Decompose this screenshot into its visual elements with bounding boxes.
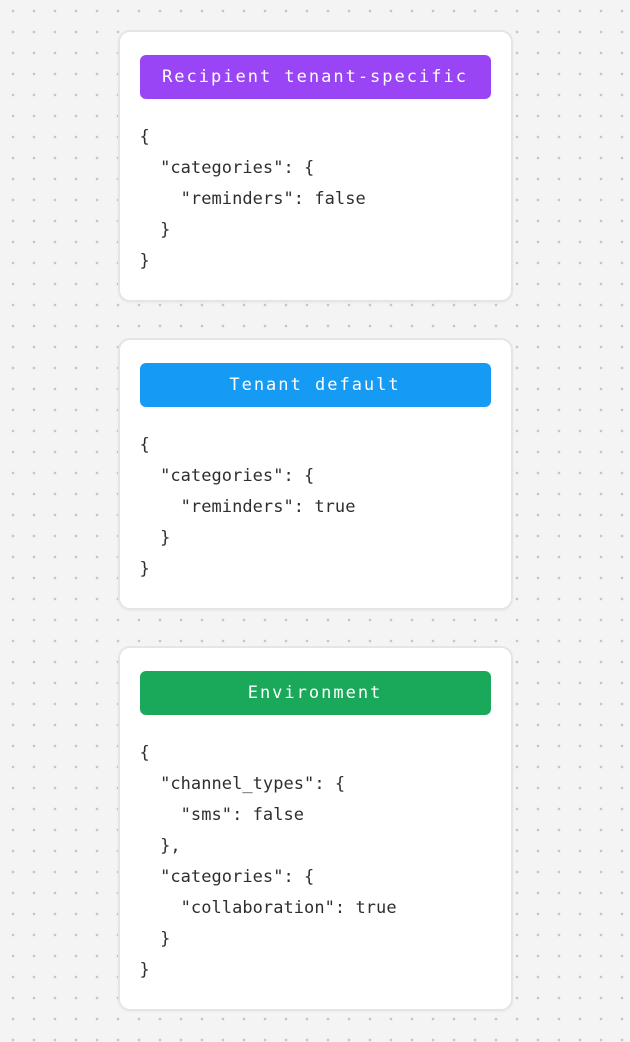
card-environment: Environment { "channel_types": { "sms": … <box>117 646 513 1011</box>
card-stack: Recipient tenant-specific { "categories"… <box>117 0 513 1011</box>
card-recipient-tenant-specific: Recipient tenant-specific { "categories"… <box>117 30 513 302</box>
json-code-recipient-tenant-specific: { "categories": { "reminders": false } } <box>139 127 366 271</box>
badge-recipient-tenant-specific: Recipient tenant-specific <box>139 55 491 99</box>
json-code-environment: { "channel_types": { "sms": false }, "ca… <box>139 743 397 980</box>
json-code-tenant-default: { "categories": { "reminders": true } } <box>139 435 356 579</box>
card-tenant-default: Tenant default { "categories": { "remind… <box>117 338 513 610</box>
badge-environment: Environment <box>139 671 491 715</box>
badge-tenant-default: Tenant default <box>139 363 491 407</box>
